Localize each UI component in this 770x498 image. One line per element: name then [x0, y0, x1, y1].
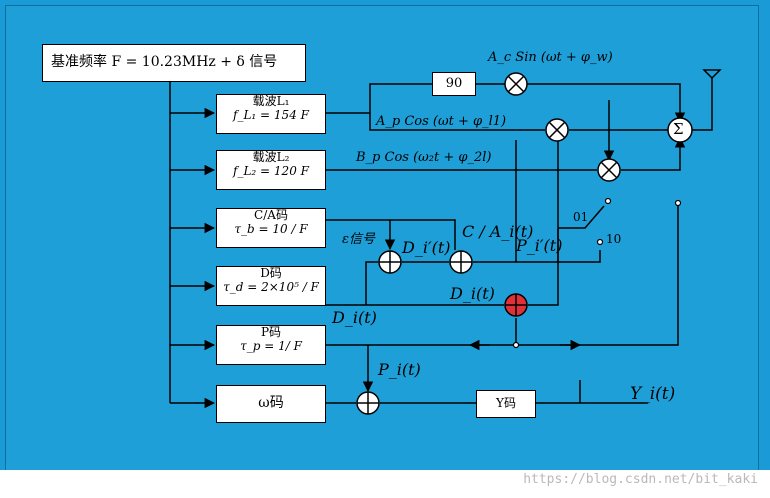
watermark-text: https://blog.csdn.net/bit_kaki	[523, 472, 758, 487]
y-code-box: Y码	[476, 390, 536, 418]
adder-2	[449, 250, 473, 274]
yi-label: Y_i(t)	[630, 384, 676, 404]
d-code-name: D码	[260, 266, 282, 280]
ca-code-param: τ_b = 10 / F	[234, 221, 308, 236]
pi-prime-label: P_i′(t)	[516, 236, 563, 255]
mixer-2	[545, 118, 569, 142]
diagram-canvas	[5, 5, 759, 471]
w-code-box: ω码	[216, 385, 326, 423]
carrier-l2-box: 载波L₂ f_L₂ = 120 F	[216, 150, 326, 190]
l1-sin-label: A_c Sin (ωt + φ_w)	[488, 50, 613, 65]
eps-signal-label: ε信号	[342, 232, 375, 247]
adder-3	[504, 293, 528, 317]
carrier-l1-param: f_L₁ = 154 F	[233, 107, 309, 122]
switch-10-label: 10	[606, 232, 622, 246]
footer-strip	[0, 470, 770, 498]
di-right-label: D_i(t)	[450, 284, 495, 303]
pi-label: P_i(t)	[378, 360, 421, 379]
di-left-label: D_i(t)	[332, 308, 377, 327]
l1-cos-label: A_p Cos (ωt + φ_l1)	[376, 114, 507, 129]
carrier-l1-name: 载波L₁	[252, 94, 290, 108]
sum-symbol: Σ	[673, 120, 684, 138]
ca-code-name: C/A码	[254, 208, 288, 222]
adder-1	[378, 250, 402, 274]
d-code-param: τ_d = 2×10⁵ / F	[223, 279, 319, 294]
ca-label: C / A_i(t)	[462, 222, 534, 241]
p-code-param: τ_p = 1/ F	[240, 338, 302, 353]
mixer-3	[597, 158, 621, 182]
carrier-l2-param: f_L₂ = 120 F	[233, 163, 309, 178]
switch-01-label: 01	[573, 210, 589, 224]
source-box: 基准频率 F = 10.23MHz + δ 信号	[42, 44, 306, 82]
sum-node	[667, 117, 693, 143]
mixer-1	[504, 72, 528, 96]
carrier-l2-name: 载波L₂	[252, 150, 290, 164]
p-code-box: P码 τ_p = 1/ F	[216, 325, 326, 365]
carrier-l1-box: 载波L₁ f_L₁ = 154 F	[216, 94, 326, 134]
phase-shift-box: 90	[432, 72, 476, 96]
l2-cos-label: B_p Cos (ω₂t + φ_2l)	[356, 150, 492, 165]
ca-code-box: C/A码 τ_b = 10 / F	[216, 208, 326, 248]
di-prime-label: D_i′(t)	[402, 238, 451, 257]
p-code-name: P码	[260, 325, 282, 339]
adder-4	[356, 391, 380, 415]
d-code-box: D码 τ_d = 2×10⁵ / F	[216, 266, 326, 306]
